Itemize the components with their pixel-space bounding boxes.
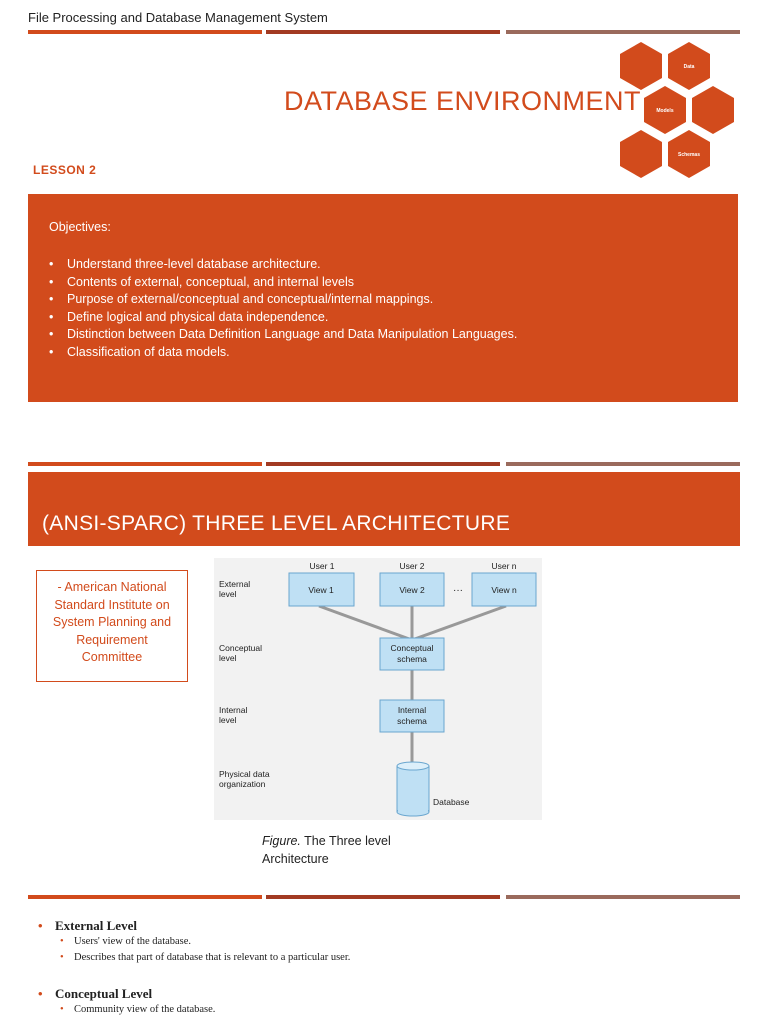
divider-rule [506,895,740,899]
divider-rule [266,462,500,466]
hexagon-label-models: Models [656,108,673,114]
divider-rule [28,30,262,34]
title-band: (ANSI-SPARC) THREE LEVEL ARCHITECTURE [28,472,740,546]
level-label-internal: Internal [219,705,247,715]
internal-schema-box [379,699,445,733]
level-item: Community view of the database. [38,1004,350,1020]
slide-title: (ANSI-SPARC) THREE LEVEL ARCHITECTURE [42,512,511,535]
note-line: Requirement [76,632,148,647]
conceptual-schema-label: schema [397,654,427,664]
conceptual-schema-label: Conceptual [390,643,433,653]
level-heading: External Level [38,918,350,936]
objective-item: Define logical and physical data indepen… [49,309,517,327]
view-label: View 1 [308,585,334,595]
level-label-conceptual: level [219,653,237,663]
database-label: Database [433,797,470,807]
objective-item: Contents of external, conceptual, and in… [49,274,517,292]
level-label-physical: organization [219,779,266,789]
divider-rule [266,30,500,34]
caption-text: Architecture [262,852,329,866]
objectives-list: Understand three-level database architec… [49,256,517,361]
internal-schema-label: Internal [398,705,426,715]
note-line: System Planning and [52,615,172,629]
hexagon-schemas [668,130,710,178]
view-box [288,572,355,607]
user-label: User 2 [399,561,424,571]
level-label-external: level [219,589,237,599]
note-line: - American National [57,580,167,594]
divider-rule [506,462,740,466]
divider-rule [28,462,262,466]
lesson-label: LESSON 2 [33,163,97,177]
database-icon [396,761,430,817]
ellipsis: ··· [453,585,463,596]
objective-item: Understand three-level database architec… [49,256,517,274]
user-label: User n [491,561,516,571]
level-label-external: External [219,579,250,589]
level-label-conceptual: Conceptual [219,643,262,653]
hexagon-data [668,42,710,90]
note-line: Standard Institute on [54,597,170,612]
figure-caption: Figure. The Three level Architecture [262,832,391,868]
slide-title: DATABASE ENVIRONMENT [284,86,642,116]
view-box [379,572,445,607]
objectives-box: Objectives: Understand three-level datab… [28,194,738,402]
level-label-physical: Physical data [219,769,270,779]
objective-item: Distinction between Data Definition Lang… [49,326,517,344]
objectives-heading: Objectives: [49,220,111,234]
hexagon-graphic: Data Models Schemas [620,42,734,178]
hexagon [692,86,734,134]
caption-text: The Three level [304,834,391,848]
three-level-architecture-diagram: External level Conceptual level Internal… [214,558,542,820]
divider-rule [28,895,262,899]
level-heading: Conceptual Level [38,986,350,1004]
objective-item: Purpose of external/conceptual and conce… [49,291,517,309]
note-line: Committee [81,650,143,664]
view-box [471,572,537,607]
divider-rule [266,895,500,899]
level-label-internal: level [219,715,237,725]
hexagon-label-data: Data [684,64,695,70]
ansi-note-box: - American National Standard Institute o… [36,570,188,682]
hexagon-label-schemas: Schemas [678,152,700,158]
hexagon-models [644,86,686,134]
view-label: View n [491,585,517,595]
figure-label: Figure. [262,834,301,848]
user-label: User 1 [309,561,334,571]
levels-list: External Level Users' view of the databa… [38,918,350,1020]
hexagon [620,42,662,90]
hexagon [620,130,662,178]
level-item: Users' view of the database. [38,936,350,952]
objective-item: Classification of data models. [49,344,517,362]
level-item: Describes that part of database that is … [38,952,350,968]
conceptual-schema-box [379,637,445,671]
course-title: File Processing and Database Management … [28,10,328,25]
view-label: View 2 [399,585,425,595]
internal-schema-label: schema [397,716,427,726]
divider-rule [506,30,740,34]
